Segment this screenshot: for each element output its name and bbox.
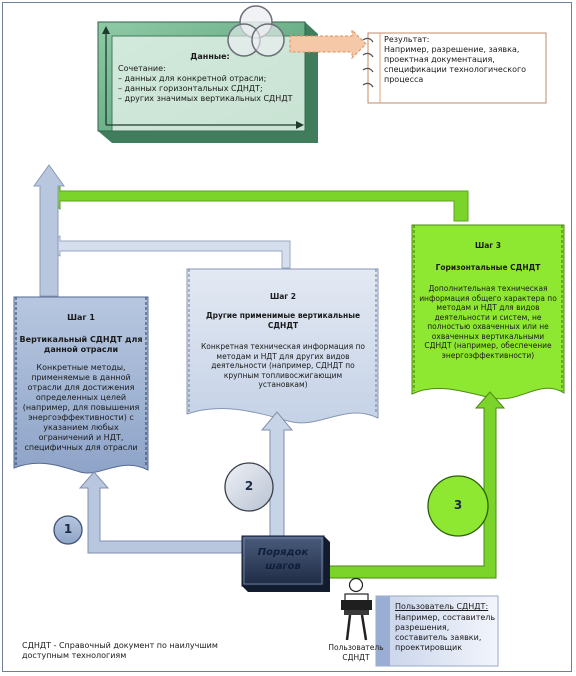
user-info-box [375, 595, 499, 667]
circle-3-label: 3 [453, 498, 463, 512]
step3-body: Дополнительная техническая информация об… [419, 284, 557, 360]
order-box [241, 535, 330, 592]
venn-icon [227, 5, 285, 57]
footnote: СДНДТ - Справочный документ по наилучшим… [22, 641, 218, 660]
green-feedback-arrow [44, 181, 469, 222]
data-box-title: Данные: [190, 52, 230, 61]
user-label: Пользователь СДНДТ [328, 643, 384, 662]
blue-feedback-arrow-step1 [33, 164, 65, 297]
circle-1 [53, 515, 83, 545]
circle-3 [427, 475, 489, 537]
flow-arrow-to-step2 [260, 411, 294, 537]
flow-arrow-to-step1 [78, 471, 243, 554]
user-box-title: Пользователь СДНДТ: [395, 602, 489, 611]
user-box-body: Например, составитель разрешения, состав… [395, 613, 496, 652]
order-box-label: Порядок шагов [257, 547, 309, 572]
step3-title: Горизонтальные СДНДТ [435, 263, 541, 272]
circle-2 [224, 462, 274, 512]
circle-1-label: 1 [63, 522, 73, 536]
result-note [362, 32, 547, 104]
flow-arrow-to-step3 [323, 391, 506, 579]
circle-2-label: 2 [244, 479, 254, 493]
result-connector [289, 28, 367, 60]
result-text: Результат: Например, разрешение, заявка,… [384, 35, 527, 84]
data-box-body: Сочетание: – данных для конкретной отрас… [118, 64, 293, 103]
step1-body: Конкретные методы, применяемые в данной … [22, 363, 140, 452]
step2-body: Конкретная техническая информация по мет… [200, 342, 366, 389]
blue-feedback-arrow-step2 [44, 235, 291, 269]
step2-box [186, 268, 379, 424]
step2-title: Другие применимые вертикальные СДНДТ [205, 311, 361, 330]
step2-heading: Шаг 2 [269, 292, 297, 301]
step1-heading: Шаг 1 [67, 313, 95, 322]
user-person-icon [341, 577, 372, 641]
step3-heading: Шаг 3 [474, 241, 502, 250]
step1-title: Вертикальный СДНДТ для данной отрасли [19, 335, 143, 354]
step1-box [13, 296, 149, 474]
